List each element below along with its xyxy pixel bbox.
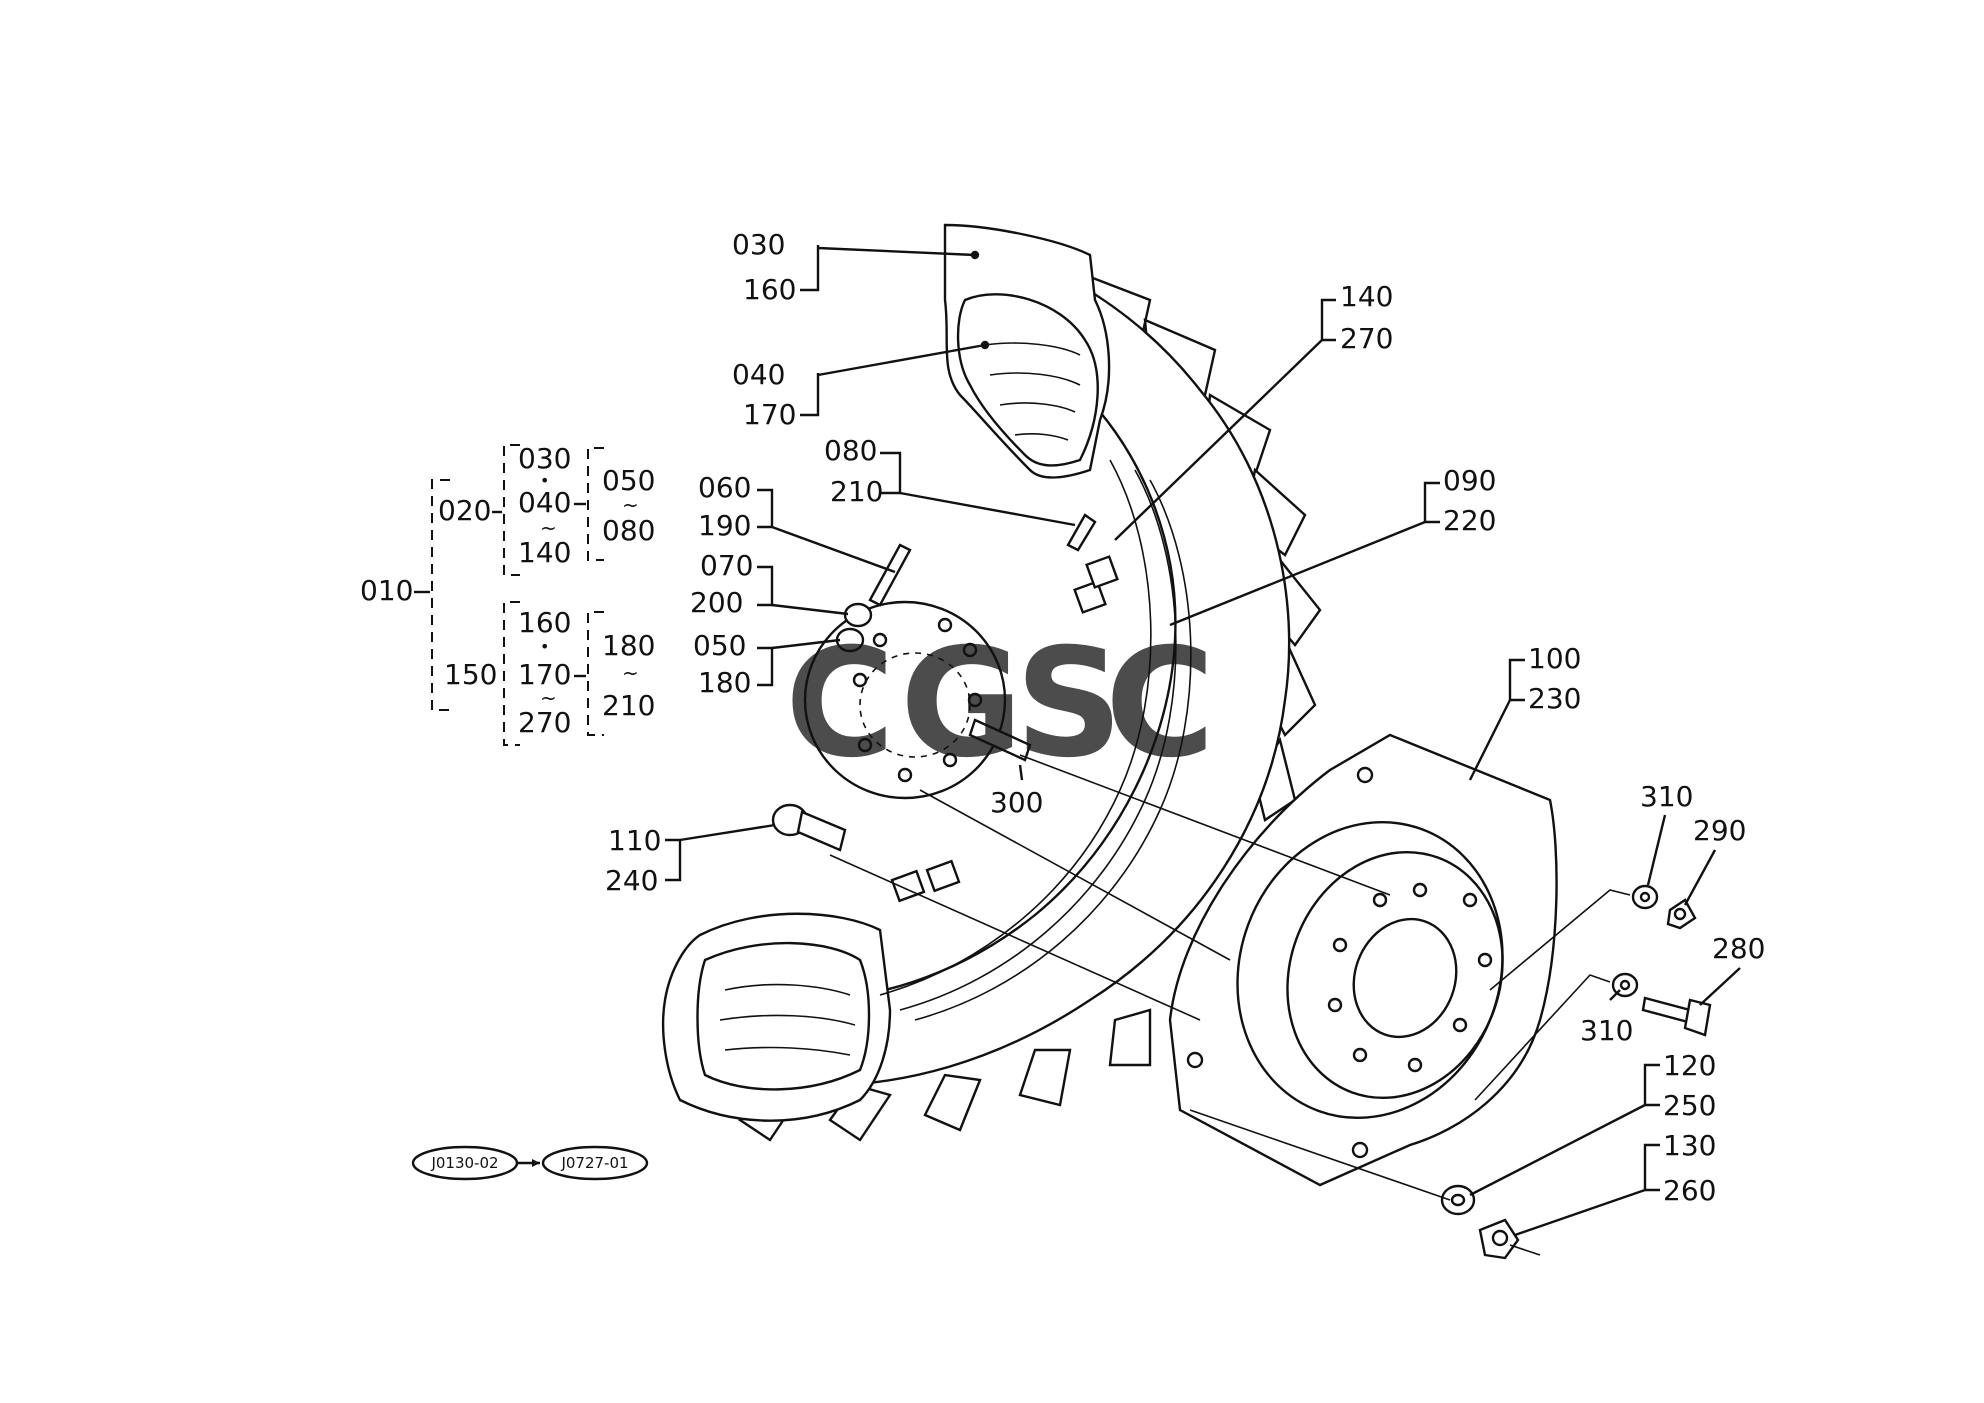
watermark-letter-1: C xyxy=(785,617,895,791)
reference-codes: J0130-02 J0727-01 xyxy=(411,1145,649,1181)
label-030-top: 030 xyxy=(732,228,785,261)
tree-150-item-160: 160 xyxy=(518,606,571,639)
tree-150-sub-180: 180 xyxy=(602,629,655,662)
tree-020-item-140: 140 xyxy=(518,536,571,569)
watermark-letter-2: G xyxy=(900,617,1023,791)
tree-020-item-040: 040 xyxy=(518,486,571,519)
label-130: 130 xyxy=(1663,1129,1716,1162)
label-310-upper: 310 xyxy=(1640,780,1693,813)
tree-020-sub-050: 050 xyxy=(602,464,655,497)
label-160-top: 160 xyxy=(743,273,796,306)
tire-drawing xyxy=(661,223,1322,1142)
tree-150-range: ~ xyxy=(540,686,557,710)
tree-150-item-170: 170 xyxy=(518,658,571,691)
label-240: 240 xyxy=(605,864,658,897)
tire-lower-section xyxy=(661,912,892,1122)
label-250: 250 xyxy=(1663,1089,1716,1122)
label-300: 300 xyxy=(990,786,1043,819)
tree-150-sub-range: ~ xyxy=(622,661,639,685)
label-260: 260 xyxy=(1663,1174,1716,1207)
label-080-valve: 080 xyxy=(824,434,877,467)
tire-upper-inner xyxy=(956,293,1099,467)
ref-code-to: J0727-01 xyxy=(560,1154,628,1172)
tire-lower-inner xyxy=(696,941,871,1091)
tree-150-item-270: 270 xyxy=(518,706,571,739)
label-180-nut: 180 xyxy=(698,666,751,699)
tree-020-range: ~ xyxy=(540,516,557,540)
label-110: 110 xyxy=(608,824,661,857)
tree-020-sub-range: ~ xyxy=(622,493,639,517)
watermark: C G S C xyxy=(785,617,1215,791)
tree-150-dot: • xyxy=(540,637,549,656)
label-220: 220 xyxy=(1443,504,1496,537)
watermark-letter-3: S xyxy=(1015,617,1123,791)
label-200: 200 xyxy=(690,586,743,619)
tree-020-item-030: 030 xyxy=(518,442,571,475)
ref-code-from: J0130-02 xyxy=(430,1154,498,1172)
label-100: 100 xyxy=(1528,642,1581,675)
watermark-letter-4: C xyxy=(1105,617,1215,791)
label-190: 190 xyxy=(698,509,751,542)
leader-lines xyxy=(665,245,1741,1256)
label-270-top: 270 xyxy=(1340,322,1393,355)
tire-upper-section xyxy=(943,223,1111,479)
assembly-tree: 010 020 030 • 040 ~ 140 050 ~ 080 150 16… xyxy=(360,442,655,746)
label-170-top: 170 xyxy=(743,398,796,431)
hardware-drawings xyxy=(771,513,1712,1260)
label-090: 090 xyxy=(1443,464,1496,497)
label-070: 070 xyxy=(700,549,753,582)
label-120: 120 xyxy=(1663,1049,1716,1082)
label-280: 280 xyxy=(1712,932,1765,965)
tree-020-sub-080: 080 xyxy=(602,514,655,547)
label-040-top: 040 xyxy=(732,358,785,391)
tree-group-150: 150 xyxy=(444,658,497,691)
label-230: 230 xyxy=(1528,682,1581,715)
label-210-valve: 210 xyxy=(830,475,883,508)
tree-020-dot: • xyxy=(540,471,549,490)
tree-150-sub-210: 210 xyxy=(602,689,655,722)
label-140-top: 140 xyxy=(1340,280,1393,313)
label-060: 060 xyxy=(698,471,751,504)
label-050-nut: 050 xyxy=(693,629,746,662)
ref-oval-to xyxy=(541,1145,649,1181)
label-310-lower: 310 xyxy=(1580,1014,1633,1047)
tree-group-020: 020 xyxy=(438,494,491,527)
part-labels: 030 160 040 170 080 210 060 190 070 200 … xyxy=(605,228,1765,1207)
tree-root-010: 010 xyxy=(360,574,413,607)
label-290: 290 xyxy=(1693,814,1746,847)
